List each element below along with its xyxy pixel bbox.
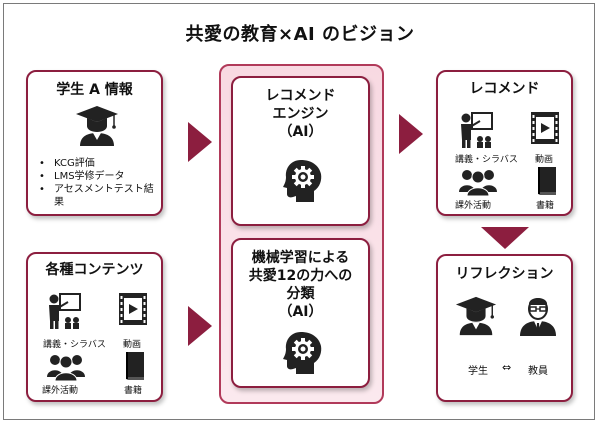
bullet-lms: LMS学修データ xyxy=(32,170,160,183)
graduate-icon xyxy=(76,106,118,146)
recommend-lecture-label: 講義・シラバス xyxy=(455,155,518,165)
engine-line1: レコメンド xyxy=(265,88,336,104)
teacher-icon xyxy=(520,298,556,336)
presentation-icon xyxy=(49,293,81,329)
contents-extracurricular-label: 課外活動 xyxy=(42,386,79,396)
arrow-engine-to-recommend xyxy=(399,114,423,154)
ml-line3: 分類 xyxy=(286,286,315,302)
ml-line2: 共愛12の力への xyxy=(248,268,353,284)
student-info-box: 学生 A 情報 KCG評価 LMS学修データ アセスメントテスト結果 xyxy=(26,70,163,216)
reflection-title: リフレクション xyxy=(455,266,554,282)
contents-title: 各種コンテンツ xyxy=(45,262,144,278)
bullet-assessment: アセスメントテスト結果 xyxy=(32,183,160,209)
video-icon xyxy=(531,112,559,144)
ml-classification-box: 機械学習による 共愛12の力への 分類 （AI） xyxy=(231,238,370,388)
graduate-icon xyxy=(455,296,497,336)
video-icon xyxy=(119,293,147,325)
reflection-student-label: 学生 xyxy=(468,366,488,377)
recommend-engine-box: レコメンド エンジン （AI） xyxy=(231,76,370,226)
arrow-student-to-engine xyxy=(188,122,212,162)
diagram-title: 共愛の教育×AI のビジョン xyxy=(185,24,415,45)
bullet-kcg: KCG評価 xyxy=(32,157,160,170)
arrow-contents-to-ml xyxy=(188,306,212,346)
reflection-arrow: ⇔ xyxy=(502,361,512,374)
gear-head-icon xyxy=(283,160,322,202)
contents-books-label: 書籍 xyxy=(124,386,143,396)
student-info-list: KCG評価 LMS学修データ アセスメントテスト結果 xyxy=(32,157,160,209)
reflection-teacher-label: 教員 xyxy=(528,366,548,377)
engine-line2: エンジン xyxy=(272,106,329,122)
presentation-icon xyxy=(461,112,493,148)
contents-video-label: 動画 xyxy=(123,340,142,350)
book-icon xyxy=(126,352,144,380)
arrow-recommend-to-reflection xyxy=(481,227,529,249)
book-icon xyxy=(538,167,556,195)
group-icon xyxy=(459,170,497,196)
recommend-title: レコメンド xyxy=(469,81,540,97)
reflection-box: リフレクション 学生 ⇔ 教員 xyxy=(436,254,573,402)
contents-lecture-label: 講義・シラバス xyxy=(43,340,106,350)
ml-line4: （AI） xyxy=(278,304,323,320)
student-info-title: 学生 A 情報 xyxy=(56,82,133,98)
recommend-extracurricular-label: 課外活動 xyxy=(455,201,492,211)
recommend-video-label: 動画 xyxy=(535,155,554,165)
engine-line3: （AI） xyxy=(278,124,323,140)
contents-box: 各種コンテンツ 講義・シラバス 動画 課外活動 xyxy=(26,252,163,402)
ml-line1: 機械学習による xyxy=(251,250,350,266)
recommend-box: レコメンド 講義・シラバス 動画 課外活動 書籍 xyxy=(436,70,573,216)
gear-head-icon xyxy=(283,332,322,374)
group-icon xyxy=(47,355,85,381)
recommend-books-label: 書籍 xyxy=(536,201,555,211)
